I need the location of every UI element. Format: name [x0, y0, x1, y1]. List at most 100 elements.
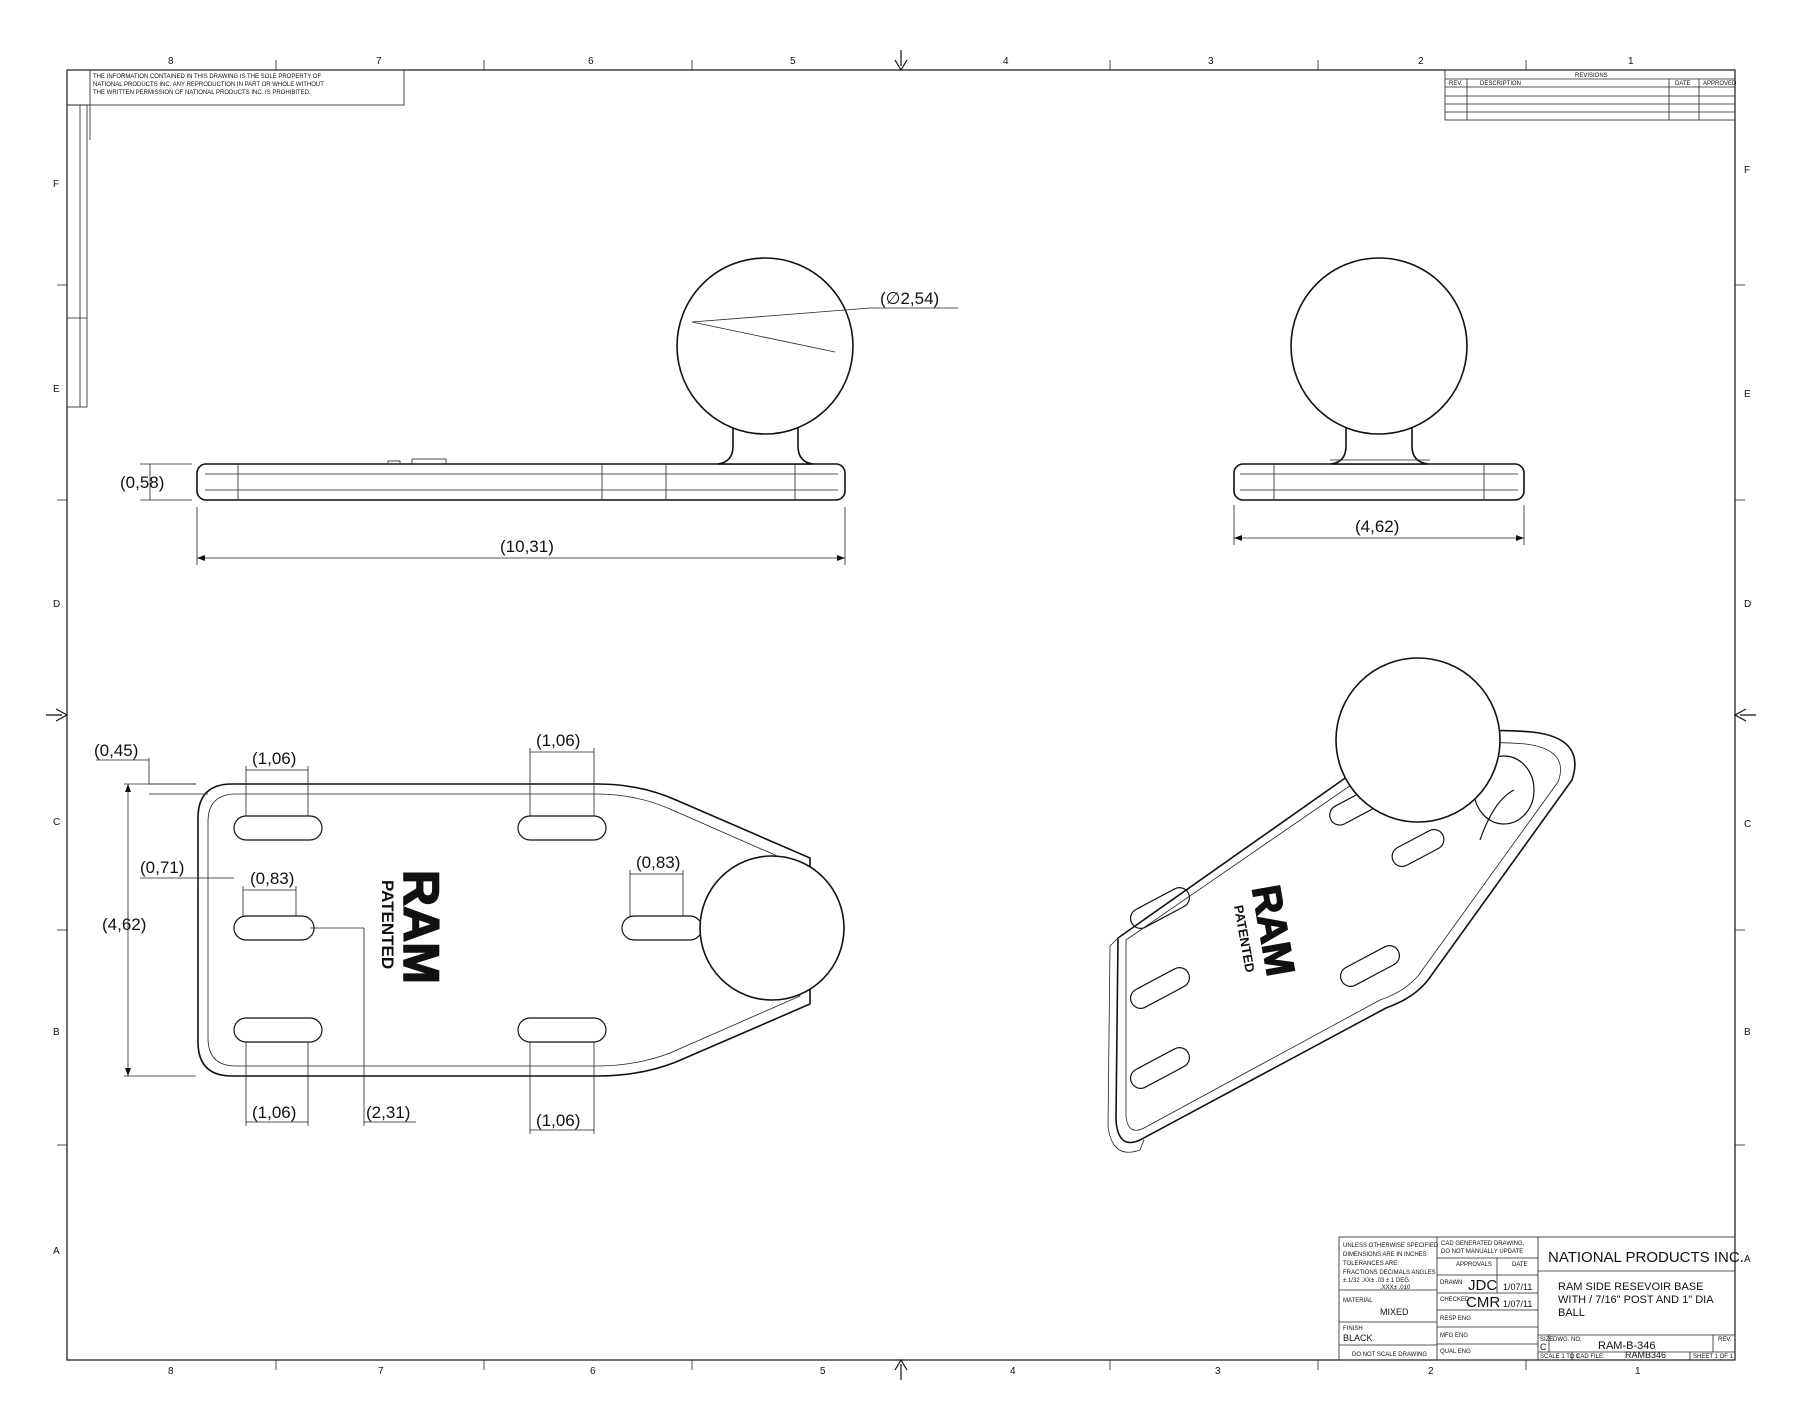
tolerance-header: FRACTIONS DECIMALS ANGLES: [1343, 1270, 1436, 1276]
sheet-label: SHEET 1 OF 1: [1693, 1354, 1734, 1360]
unless-note-3: TOLERANCES ARE:: [1343, 1261, 1399, 1267]
zone-top-8: 8: [168, 56, 174, 67]
drawn-date: 1/07/11: [1503, 1282, 1532, 1292]
title-line-3: BALL: [1558, 1307, 1585, 1319]
zone-top-3: 3: [1208, 56, 1214, 67]
cad-file: RAMB346: [1625, 1350, 1666, 1360]
note-line-2: NATIONAL PRODUCTS INC. ANY REPRODUCTION …: [93, 82, 324, 88]
zone-top-4: 4: [1003, 56, 1009, 67]
checked-label: CHECKED: [1440, 1297, 1470, 1303]
finish-label: FINISH: [1343, 1326, 1363, 1332]
revisions-title: REVISIONS: [1575, 73, 1608, 79]
slot-bottom-right-dim: (1,06): [536, 1111, 580, 1130]
cad-note-2: DO NOT MANUALLY UPDATE: [1441, 1249, 1523, 1255]
proprietary-note: THE INFORMATION CONTAINED IN THIS DRAWIN…: [66, 69, 405, 408]
plan-ball: [699, 855, 845, 1001]
note-line-3: THE WRITTEN PERMISSION OF NATIONAL PRODU…: [93, 90, 311, 96]
center-arrow-bottom: [894, 1358, 908, 1380]
qual-eng-label: QUAL ENG: [1440, 1349, 1471, 1355]
zone-right-c: C: [1744, 819, 1751, 830]
rev-header: REV.: [1449, 81, 1463, 87]
dwg-no: RAM-B-346: [1598, 1340, 1655, 1352]
checked-date: 1/07/11: [1503, 1299, 1532, 1309]
zone-bottom-2: 2: [1428, 1366, 1434, 1377]
edge-offset-dim: (0,45): [94, 741, 138, 760]
date-label: DATE: [1512, 1262, 1528, 1268]
mfg-eng-label: MFG ENG: [1440, 1333, 1468, 1339]
slot-bottom-right: [517, 1017, 607, 1043]
tolerance-values: ± 1/32 .XX± .03 ± 1 DEG.: [1343, 1278, 1411, 1284]
iso-ball: [1335, 657, 1501, 823]
zone-left-b: B: [53, 1027, 60, 1038]
tolerance-values-2: .XXX± .010: [1380, 1285, 1411, 1291]
zone-top-2: 2: [1418, 56, 1424, 67]
zone-bottom-4: 4: [1010, 1366, 1016, 1377]
title-line-2: WITH / 7/16" POST AND 1" DIA: [1558, 1294, 1714, 1306]
zone-bottom-8: 8: [168, 1366, 174, 1377]
zone-right-d: D: [1744, 599, 1751, 610]
ball: [676, 257, 854, 435]
dwg-no-label: DWG. NO.: [1553, 1337, 1582, 1343]
date-header: DATE: [1675, 81, 1691, 87]
checked-by: CMR: [1466, 1294, 1500, 1311]
slot-top-left: [233, 815, 323, 841]
center-arrow-left: [46, 708, 69, 722]
slot-mid-left-dim: (0,83): [250, 869, 294, 888]
ball-diameter-dim: (∅2,54): [880, 289, 939, 308]
description-header: DESCRIPTION: [1480, 81, 1521, 87]
slot-bottom-left: [233, 1017, 323, 1043]
zone-bottom-5: 5: [820, 1366, 826, 1377]
unless-note-1: UNLESS OTHERWISE SPECIFIED: [1343, 1243, 1439, 1249]
slot-mid-right-dim: (0,83): [636, 853, 680, 872]
cad-note-1: CAD GENERATED DRAWING,: [1441, 1241, 1525, 1247]
rev-label: REV.: [1718, 1337, 1732, 1343]
slot-top-left-dim: (1,06): [252, 749, 296, 768]
approvals-label: APPROVALS: [1456, 1262, 1492, 1268]
zone-right-e: E: [1744, 389, 1751, 400]
zone-top-1: 1: [1628, 56, 1634, 67]
approved-header: APPROVED: [1703, 81, 1737, 87]
zone-top-5: 5: [790, 56, 796, 67]
slot-bottom-left-dim: (1,06): [252, 1103, 296, 1122]
unless-note-2: DIMENSIONS ARE IN INCHES: [1343, 1252, 1427, 1258]
slot-top-right: [517, 815, 607, 841]
zone-left-f: F: [53, 179, 59, 190]
cad-file-label: CAD FILE:: [1576, 1354, 1605, 1360]
size-label: SIZE: [1540, 1337, 1553, 1343]
center-arrow-top: [894, 50, 908, 72]
side-width-dim: (4,62): [1355, 517, 1399, 536]
zone-bottom-7: 7: [378, 1366, 384, 1377]
length-dim: (10,31): [500, 537, 554, 556]
zone-bottom-3: 3: [1215, 1366, 1221, 1377]
zone-top-6: 6: [588, 56, 594, 67]
zone-bottom-1: 1: [1635, 1366, 1641, 1377]
resp-eng-label: RESP ENG: [1440, 1316, 1471, 1322]
material-value: MIXED: [1380, 1307, 1409, 1317]
zone-ticks: [57, 60, 1745, 1370]
zone-left-c: C: [53, 817, 60, 828]
zone-top-7: 7: [376, 56, 382, 67]
zone-left-a: A: [53, 1246, 60, 1257]
zone-left-d: D: [53, 599, 60, 610]
title-block: UNLESS OTHERWISE SPECIFIED DIMENSIONS AR…: [1338, 1236, 1744, 1361]
title-line-1: RAM SIDE RESEVOIR BASE: [1558, 1281, 1703, 1293]
size-value: C: [1540, 1342, 1547, 1352]
zone-labels: 8 7 6 5 4 3 2 1 8 7 6 5 4 3 2 1 F E D C …: [53, 56, 1751, 1377]
finish-value: BLACK: [1343, 1333, 1373, 1343]
material-label: MATERIAL: [1343, 1298, 1373, 1304]
center-arrow-right: [1733, 708, 1756, 722]
isometric-view: RAM PATENTED: [1107, 657, 1576, 1153]
slot-top-right-dim: (1,06): [536, 731, 580, 750]
zone-bottom-6: 6: [590, 1366, 596, 1377]
drawn-by: JDC: [1468, 1277, 1497, 1294]
plan-width-dim: (4,62): [102, 915, 146, 934]
side-view: (4,62): [1233, 257, 1525, 545]
thickness-dim: (0,58): [120, 473, 164, 492]
zone-left-e: E: [53, 384, 60, 395]
company-name: NATIONAL PRODUCTS INC.: [1548, 1249, 1744, 1266]
scale-label: SCALE 1 TO 1: [1540, 1354, 1580, 1360]
plan-view: RAM PATENTED (0,45) (4,62) (0,71) (1,06)…: [94, 731, 845, 1134]
center-offset-dim: (2,31): [366, 1103, 410, 1122]
zone-right-a: A: [1744, 1254, 1751, 1265]
